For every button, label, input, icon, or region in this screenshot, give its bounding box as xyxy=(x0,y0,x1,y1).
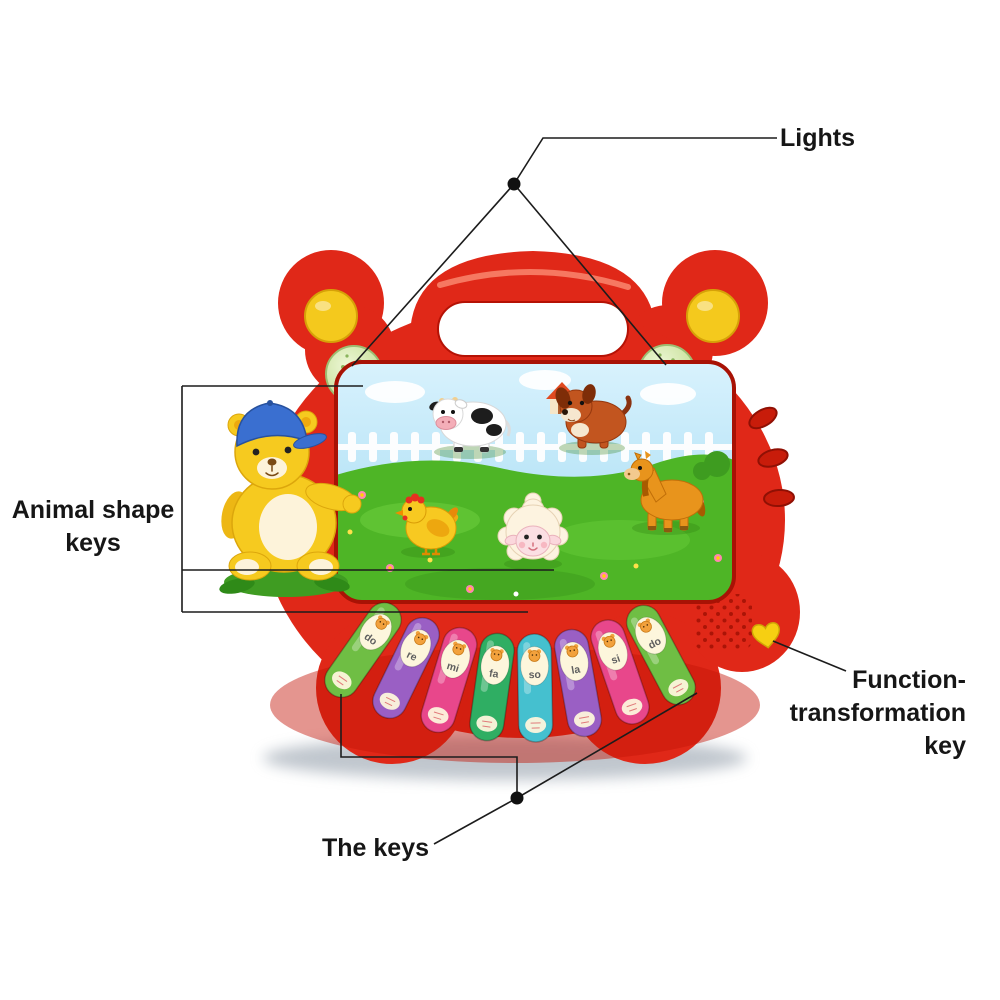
cow-key xyxy=(429,397,511,459)
chicken-key xyxy=(395,493,459,558)
piano-key-6: la xyxy=(553,628,603,738)
svg-text:fa: fa xyxy=(488,668,499,681)
horse-key xyxy=(624,451,706,535)
piano-key-4: fa xyxy=(469,632,515,742)
piano-key-8: do xyxy=(625,604,697,706)
piano-keys: do re mi xyxy=(324,601,697,743)
heart-function-key xyxy=(751,621,780,649)
svg-text:so: so xyxy=(529,669,541,681)
function-key-line xyxy=(772,640,847,672)
clouds xyxy=(365,370,696,405)
side-buttons xyxy=(748,406,795,508)
animal-panel xyxy=(334,360,736,604)
svg-text:si: si xyxy=(610,653,622,667)
bear-key xyxy=(219,400,362,597)
handle-hole xyxy=(437,301,629,357)
piano-key-3: mi xyxy=(420,626,478,734)
function-key-label-line1: Function- xyxy=(852,666,966,694)
callout-lines xyxy=(181,137,847,845)
lights-line-left xyxy=(351,183,515,367)
piano-key-1: do xyxy=(324,601,402,699)
animal-keys-label-line2: keys xyxy=(65,529,121,557)
callout-the-keys-label: The keys xyxy=(322,834,430,862)
bush xyxy=(693,451,730,480)
svg-text:do: do xyxy=(646,635,663,652)
svg-text:re: re xyxy=(405,649,419,664)
lights-callout-dot xyxy=(507,177,521,191)
function-key-label-line2: transformation key xyxy=(789,699,966,760)
svg-text:la: la xyxy=(570,664,581,677)
lights-callout-line xyxy=(513,137,777,185)
animal-keys-bracket xyxy=(181,385,554,613)
callout-animal-shape-keys-label: Animal shape keys xyxy=(8,494,178,560)
sheep-key xyxy=(497,492,569,570)
keys-callout-dot xyxy=(510,791,524,805)
speaker-grille xyxy=(694,594,752,650)
callout-lights-label: Lights xyxy=(780,124,855,152)
piano-key-2: re xyxy=(372,616,440,720)
svg-text:mi: mi xyxy=(445,660,460,675)
left-yellow-button xyxy=(304,289,358,343)
ear-buttons xyxy=(304,289,740,343)
dog-key xyxy=(555,384,632,455)
right-yellow-button xyxy=(686,289,740,343)
callout-function-key-label: Function- transformation key xyxy=(756,664,966,763)
bear-cap xyxy=(236,400,327,449)
piano-key-5: so xyxy=(516,633,554,743)
piano-key-7: si xyxy=(590,619,650,725)
keys-callout-line xyxy=(340,692,698,845)
animal-keys-label-line1: Animal shape xyxy=(11,496,175,524)
panel-border xyxy=(334,360,736,604)
lights-line-right xyxy=(513,183,667,366)
